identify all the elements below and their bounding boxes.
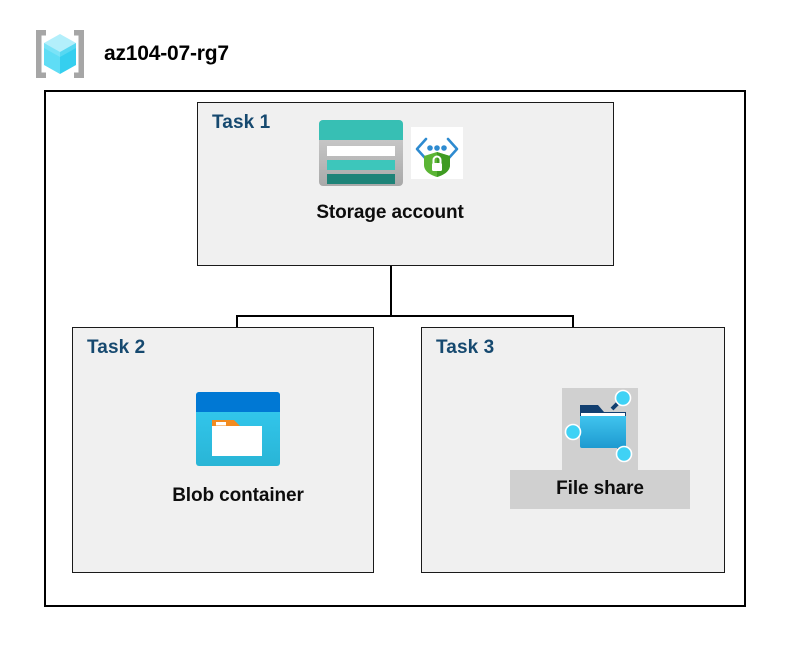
connector-horizontal-bar [236,315,574,317]
file-share-label-highlight: File share [510,470,690,509]
resource-group-name: az104-07-rg7 [104,42,229,65]
resource-group-cube-icon [30,26,90,82]
file-share-icon-highlight [562,388,638,470]
storage-account-icon [317,118,405,193]
file-share-caption: File share [556,478,644,499]
resource-group-header: az104-07-rg7 [30,26,229,82]
storage-account-caption: Storage account [316,202,464,223]
task-2-label: Task 2 [87,337,146,358]
node-storage-account[interactable]: Storage account [280,118,500,224]
file-share-icon [564,389,636,470]
blob-container-caption: Blob container [172,485,304,506]
task-1-label: Task 1 [212,112,271,133]
task-1-box: Task 1 [197,102,614,266]
task-3-label: Task 3 [436,337,495,358]
node-blob-container[interactable]: Blob container [150,390,326,507]
node-file-share[interactable]: File share [500,388,700,509]
storage-account-icon-row [317,118,463,193]
blob-container-icon [194,390,282,473]
connector-storage-down [390,266,392,316]
security-shield-lock-icon [411,127,463,184]
